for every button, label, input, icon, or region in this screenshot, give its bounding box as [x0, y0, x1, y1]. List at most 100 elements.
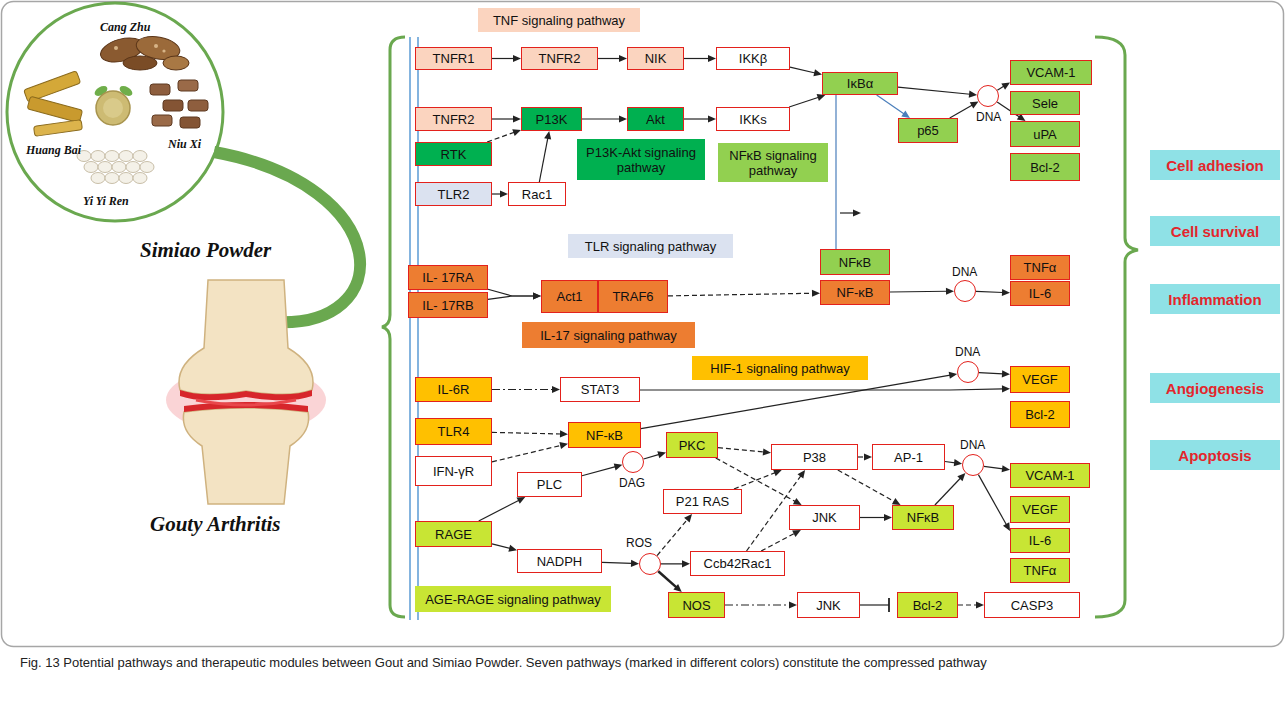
connector	[898, 87, 977, 98]
gene-box: RTK	[415, 142, 492, 166]
connector-line	[997, 86, 1004, 90]
yi-yi-ren-herb-part	[140, 162, 154, 173]
outcome-box: Inflammation	[1150, 284, 1280, 314]
arrowhead	[513, 115, 521, 122]
node-text: IKKβ	[739, 51, 767, 66]
gene-box: VEGF	[1010, 366, 1070, 393]
powder-bowl-part	[103, 98, 123, 118]
connector-line	[492, 58, 514, 59]
node-text: IL-6R	[438, 382, 470, 397]
connector	[488, 292, 541, 299]
gene-box: TLR4	[415, 418, 492, 445]
connector-line	[979, 373, 1003, 374]
arrowhead	[552, 386, 560, 393]
yi-yi-ren-herb-part	[98, 162, 112, 173]
connector-line	[492, 389, 553, 390]
arrowhead	[1002, 289, 1010, 296]
pathway-label: IL-17 signaling pathway	[522, 322, 695, 348]
arrowhead	[708, 115, 716, 122]
herb-name: Cang Zhu	[100, 20, 150, 35]
arrowhead	[560, 430, 568, 437]
node-text: TNFR1	[433, 51, 475, 66]
powder-bowl-part	[96, 91, 130, 125]
arrowhead	[812, 290, 820, 297]
gene-box: IKKβ	[716, 47, 790, 70]
connector	[935, 473, 966, 505]
huang-bai-herb	[24, 71, 83, 137]
connector-line	[602, 562, 632, 564]
arrowhead	[500, 190, 508, 197]
arrowhead	[763, 448, 771, 455]
gene-box: IL-6	[1010, 528, 1070, 553]
gene-box: JNK	[789, 505, 860, 530]
arrowhead	[533, 292, 541, 299]
arrowhead	[884, 514, 892, 521]
connector-line	[858, 456, 865, 457]
node-text: TRAF6	[612, 289, 653, 304]
connector-line	[761, 533, 795, 551]
yi-yi-ren-herb-part	[119, 173, 133, 184]
cell-membrane-part	[409, 37, 411, 620]
connector	[488, 289, 541, 299]
node-text: NOS	[682, 598, 710, 613]
node-text: Cell survival	[1171, 224, 1259, 239]
node-text: P21 RAS	[676, 494, 729, 509]
connector-line	[492, 193, 501, 194]
gene-box: NIK	[627, 47, 684, 70]
arrowhead	[1002, 385, 1010, 392]
gene-box: TRAF6	[598, 280, 668, 313]
niu-xi-herb-part	[150, 84, 170, 95]
connector	[492, 55, 521, 62]
outcome-box: Angiogenesis	[1150, 373, 1280, 403]
niu-xi-herb-part	[180, 117, 200, 128]
pathway-label: TNF signaling pathway	[478, 8, 640, 32]
outcome-box: Cell adhesion	[1150, 150, 1280, 180]
connector	[984, 465, 1010, 472]
arrowhead	[619, 55, 627, 62]
connector	[958, 601, 984, 608]
connector	[725, 601, 797, 608]
cang-zhu-herb-part	[114, 46, 118, 50]
gene-box: IL-6R	[415, 377, 492, 402]
gene-box: STAT3	[560, 377, 640, 402]
connector	[718, 448, 771, 456]
gene-box: P38	[771, 444, 858, 470]
gene-box: TNFR1	[415, 47, 492, 70]
connector-line	[734, 473, 775, 489]
yi-yi-ren-herb-part	[133, 173, 147, 184]
gene-box: TNFα	[1010, 255, 1070, 280]
arrowhead	[619, 115, 627, 122]
yi-yi-ren-herb	[77, 151, 154, 184]
gene-box: TNFR2	[521, 47, 598, 70]
junction-circle: DNA	[954, 280, 976, 302]
node-text: TNFR2	[433, 112, 475, 127]
gene-box: IL- 17RA	[408, 265, 488, 290]
node-text: p65	[917, 123, 939, 138]
node-text: AP-1	[894, 450, 923, 465]
herb-name: Yi Yi Ren	[83, 194, 129, 209]
node-text: TLR4	[438, 424, 470, 439]
connector-line	[935, 478, 961, 505]
connector-line	[684, 58, 709, 59]
knee-joint-part	[180, 390, 312, 400]
connector	[492, 115, 521, 122]
pathway-label: NFκB signaling pathway	[718, 143, 828, 182]
niu-xi-herb-part	[152, 115, 172, 126]
connector	[858, 453, 872, 460]
connector-line	[725, 604, 790, 605]
connector-line	[789, 97, 819, 107]
outcome-box: Apoptosis	[1150, 440, 1280, 470]
connector	[789, 94, 825, 107]
connector	[860, 598, 889, 612]
node-text: NFκB signaling pathway	[718, 148, 828, 178]
connector-line	[479, 500, 519, 521]
junction-label: DNA	[960, 438, 985, 452]
node-text: IL- 17RA	[422, 270, 473, 285]
connector-line	[598, 58, 620, 59]
connector-line	[487, 132, 514, 142]
node-text: NIK	[645, 51, 667, 66]
node-text: NFκB	[839, 255, 872, 270]
connector-line	[860, 517, 885, 518]
gene-box: P21 RAS	[663, 489, 742, 514]
small-arrow-part	[853, 210, 861, 217]
